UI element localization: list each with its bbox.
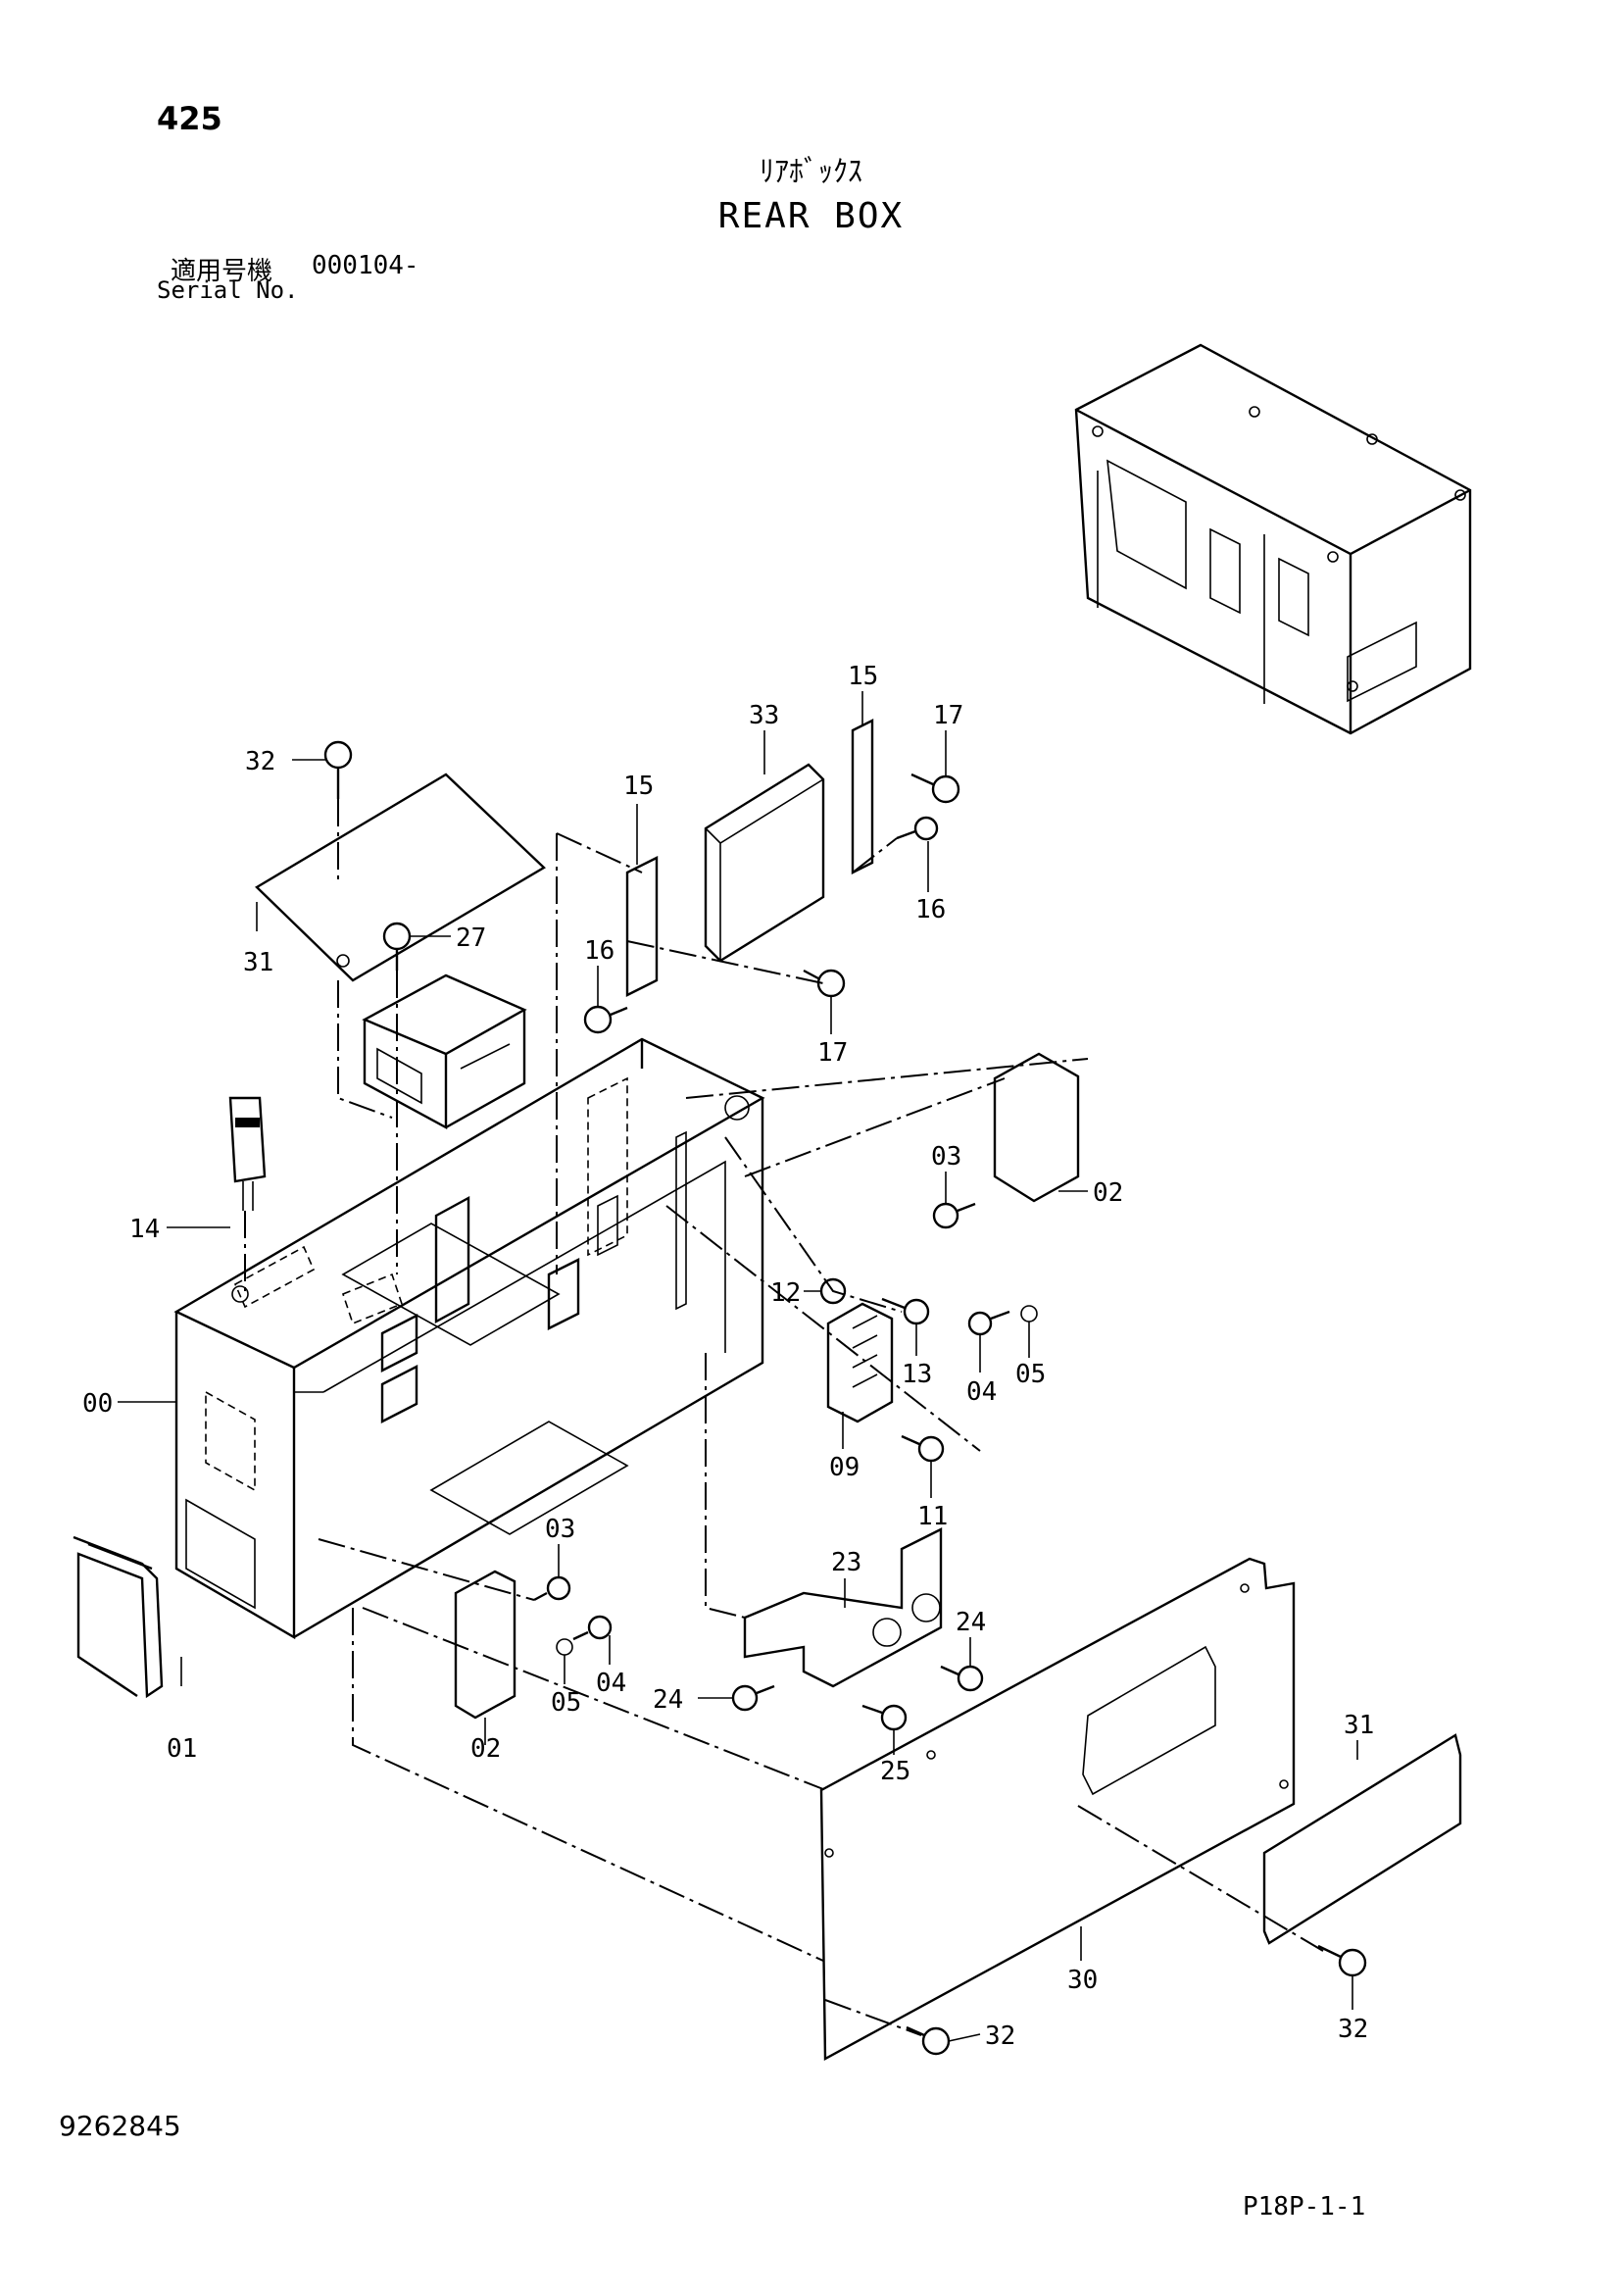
callout-31-side: 31 [1344, 1711, 1374, 1740]
callout-03-top: 03 [931, 1142, 961, 1172]
bolt-16-top [896, 816, 939, 841]
bolt-24-right [940, 1665, 984, 1692]
callout-15-right: 15 [848, 662, 878, 691]
bolt-25 [861, 1704, 908, 1731]
ecu-brackets [625, 719, 874, 997]
bolt-04-top [967, 1310, 1010, 1336]
callout-12: 12 [770, 1278, 801, 1308]
callout-09: 09 [829, 1453, 860, 1482]
bolt-04-bottom [572, 1615, 613, 1641]
top-cover-plate [255, 773, 546, 982]
callout-23: 23 [831, 1548, 861, 1577]
callout-33: 33 [749, 701, 779, 730]
callout-14: 14 [129, 1215, 160, 1244]
document-number: 9262845 [59, 2110, 181, 2142]
controller-unit [362, 973, 527, 1130]
callout-05-top: 05 [1015, 1360, 1046, 1389]
side-bracket [743, 1527, 943, 1688]
callout-04-bottom: 04 [596, 1669, 626, 1698]
callout-30: 30 [1067, 1966, 1098, 1995]
bolt-27 [382, 922, 412, 971]
bolt-16-left [583, 1005, 628, 1034]
serial-value: 000104- [312, 251, 419, 280]
lighter-socket [228, 1096, 267, 1211]
callout-17-top: 17 [933, 701, 963, 730]
callout-03-bottom: 03 [545, 1515, 575, 1544]
serial-label-japanese: 適用号機 [171, 257, 273, 286]
callout-17-mid: 17 [817, 1038, 848, 1068]
bolt-32-panel [906, 2025, 951, 2056]
callout-13: 13 [902, 1360, 932, 1389]
washer-05-bottom [556, 1638, 573, 1656]
leader-lines [118, 691, 1358, 2042]
title-english: REAR BOX [717, 196, 905, 236]
bolt-24-left [731, 1684, 775, 1712]
relay-blocks [454, 1052, 1080, 1720]
callout-02-top: 02 [1093, 1178, 1123, 1208]
bolt-17-top [910, 773, 960, 804]
bolt-03-top [932, 1202, 976, 1229]
callout-32-cover: 32 [1338, 2015, 1368, 2044]
callout-32-panel: 32 [985, 2021, 1015, 2051]
callout-15-left: 15 [623, 772, 654, 801]
bolt-32-cover [1317, 1944, 1367, 1977]
bolt-17-mid [803, 969, 846, 998]
callout-24-left: 24 [653, 1685, 683, 1715]
callout-04-top: 04 [966, 1377, 997, 1407]
callout-05-bottom: 05 [551, 1688, 581, 1718]
callout-25: 25 [880, 1757, 910, 1786]
figure-code: P18P-1-1 [1243, 2192, 1366, 2221]
callout-32-top: 32 [245, 747, 275, 776]
washer-05-top [1020, 1305, 1038, 1323]
cab-location-thumbnail [1074, 343, 1472, 735]
callout-27: 27 [456, 923, 486, 953]
bolt-11 [901, 1434, 945, 1463]
bolt-32-top [323, 740, 353, 799]
callout-16-right: 16 [915, 895, 946, 924]
page-number: 425 [157, 100, 222, 137]
title-japanese: ﾘｱﾎﾞｯｸｽ [760, 155, 862, 189]
callout-labels: 32 31 27 15 33 15 17 16 16 17 14 03 02 1… [82, 662, 1374, 2051]
callout-00: 00 [82, 1389, 113, 1419]
callout-31-top: 31 [243, 948, 273, 977]
assembly-lines [244, 799, 1324, 2036]
serial-label-english: Serial No. [157, 276, 299, 304]
callout-24-right: 24 [956, 1608, 986, 1637]
callout-01: 01 [167, 1734, 197, 1764]
side-panel [819, 1557, 1296, 2062]
callout-11: 11 [917, 1502, 948, 1531]
bolt-13 [881, 1297, 930, 1325]
side-cover-plate [1262, 1733, 1462, 1945]
body-brackets [380, 1195, 580, 1423]
handle [73, 1535, 164, 1699]
callout-02-bottom: 02 [470, 1734, 501, 1764]
bolt-03-bottom [533, 1575, 571, 1602]
ecu-controller [704, 763, 825, 963]
rear-box-body [173, 1037, 765, 1640]
callout-16-left: 16 [584, 936, 614, 966]
